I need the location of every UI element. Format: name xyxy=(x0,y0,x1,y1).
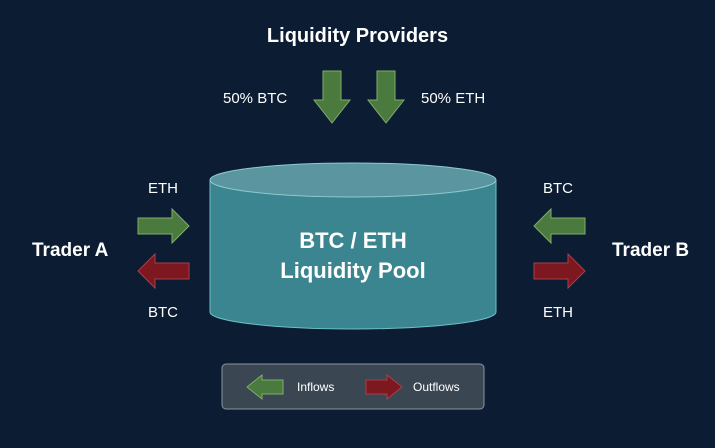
pool-cylinder-body xyxy=(209,179,497,330)
pool-cylinder-top xyxy=(209,162,497,198)
trader-a-in-label: ETH xyxy=(148,180,178,197)
trader-a-inflow-arrow xyxy=(137,207,190,245)
pool-label-line1: BTC / ETH xyxy=(299,228,407,253)
legend-box xyxy=(221,363,485,410)
trader-a-outflow-arrow xyxy=(137,252,190,290)
legend-outflows-label: Outflows xyxy=(413,380,460,394)
legend-inflows-label: Inflows xyxy=(297,380,335,394)
trader-a-name: Trader A xyxy=(32,240,109,261)
provider-eth-arrow xyxy=(366,70,406,124)
trader-b-name: Trader B xyxy=(612,240,690,261)
legend-outflow-arrow xyxy=(365,373,403,401)
pool-label-line2: Liquidity Pool xyxy=(280,258,426,283)
provider-btc-arrow xyxy=(312,70,352,124)
pool-label: BTC / ETH Liquidity Pool xyxy=(210,226,496,286)
trader-b-out-label: ETH xyxy=(543,304,573,321)
liquidity-providers-title: Liquidity Providers xyxy=(266,25,449,47)
provider-btc-label: 50% BTC xyxy=(223,90,288,107)
trader-a-out-label: BTC xyxy=(148,304,178,321)
trader-b-in-label: BTC xyxy=(543,180,573,197)
trader-b-inflow-arrow xyxy=(533,207,586,245)
trader-b-outflow-arrow xyxy=(533,252,586,290)
provider-eth-label: 50% ETH xyxy=(421,90,486,107)
legend-inflow-arrow xyxy=(246,373,284,401)
